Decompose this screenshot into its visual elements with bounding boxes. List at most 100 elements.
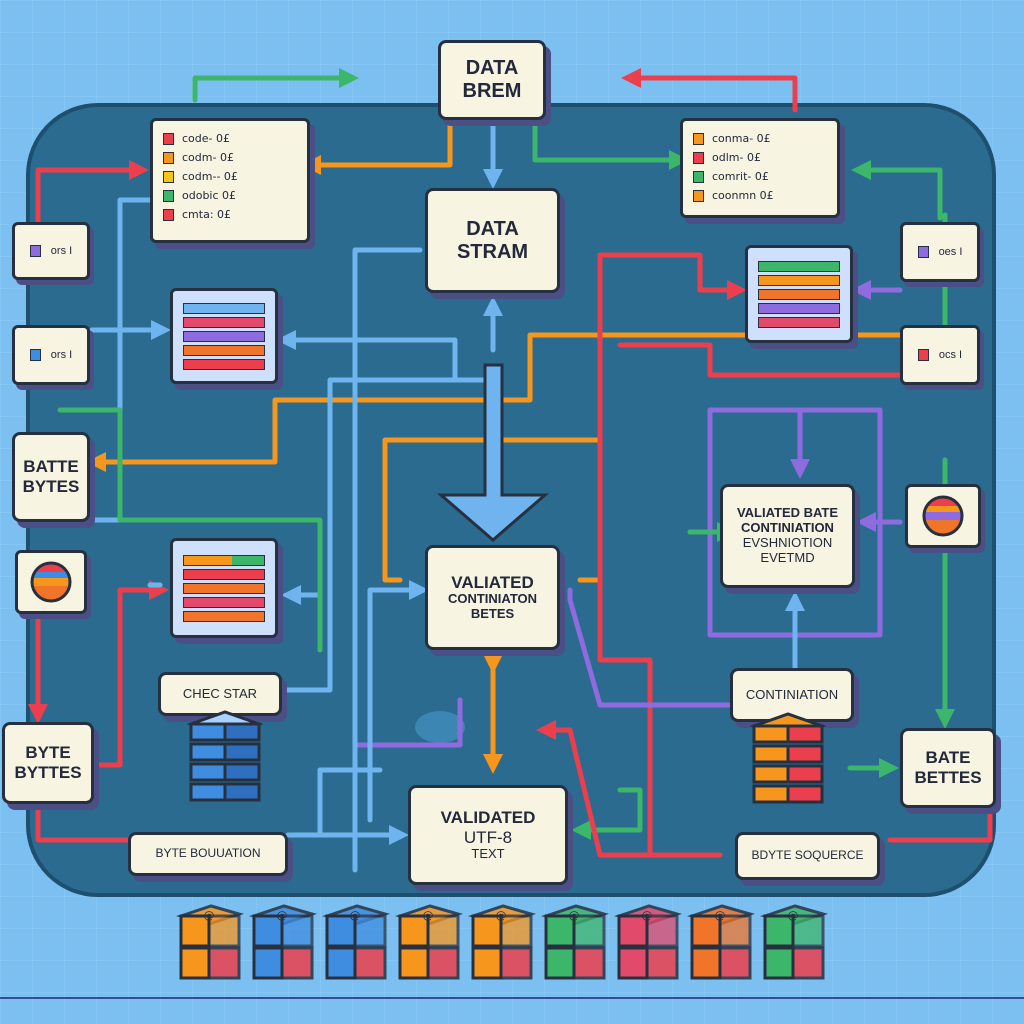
stack-lower-left[interactable]: [170, 538, 278, 638]
validated-utf8-line-1: VALIDATED: [440, 807, 536, 827]
byte-block[interactable]: @: [321, 902, 391, 990]
data-brem-line-2: BREM: [462, 80, 522, 102]
stack-bar: [758, 302, 840, 314]
byte-block-glyph: @: [496, 909, 507, 922]
byte-block[interactable]: @: [613, 902, 683, 990]
tag-right-lower[interactable]: ocs I: [900, 325, 980, 385]
tag-swatch: [29, 245, 41, 257]
stack-right[interactable]: [745, 245, 853, 343]
tag-right-lower-text: ocs I: [938, 349, 963, 361]
purple-arrow-box: [707, 407, 883, 638]
validated-right-node[interactable]: VALIATED BATE CONTINIATION EVSHNIOTION E…: [720, 484, 855, 588]
bate-bettes-node[interactable]: BATE BETTES: [900, 728, 996, 808]
tag-left-upper-text: ors I: [50, 245, 73, 257]
funnel-arrow: [436, 363, 550, 542]
red-arrow-right-bottom: [887, 802, 993, 843]
legend-swatch: [163, 208, 174, 221]
legend-label: conma- 0£: [712, 132, 771, 145]
bate-bettes-line-1: BATE: [925, 748, 971, 768]
byte-bouuation-text: BYTE BOUUATION: [155, 846, 261, 861]
byte-block[interactable]: @: [175, 902, 245, 990]
badge-left[interactable]: [15, 550, 87, 614]
database-stack-orange-icon: [749, 712, 827, 804]
stack-bar: [183, 330, 265, 342]
stack-bar: [183, 344, 265, 356]
validated-center-line-2: CONTINIATON: [447, 591, 538, 607]
byte-bouuation-label[interactable]: BYTE BOUUATION: [128, 832, 288, 876]
legend-label: coonmn 0£: [712, 189, 774, 202]
stack-bar: [183, 302, 265, 314]
stack-bar: [758, 316, 840, 328]
tag-swatch: [29, 349, 41, 361]
stack-bar: [183, 316, 265, 328]
data-stram-node[interactable]: DATA STRAM: [425, 188, 560, 293]
bdyte-soquerce-text: BDYTE SOQUERCE: [751, 848, 864, 863]
green-arrow-left-long: [57, 407, 323, 653]
legend-item: conma- 0£: [693, 129, 827, 148]
stack-bar: [183, 358, 265, 370]
legend-label: codm-- 0£: [182, 170, 238, 183]
tag-left-lower[interactable]: ors I: [12, 325, 90, 385]
legend-swatch: [693, 132, 704, 145]
byte-block-glyph: @: [569, 909, 580, 922]
red-arrow-bottom-left: [35, 792, 133, 843]
legend-swatch: [163, 170, 174, 183]
byte-block-glyph: @: [715, 909, 726, 922]
tag-right-upper[interactable]: oes I: [900, 222, 980, 282]
byte-block[interactable]: @: [467, 902, 537, 990]
data-brem-node[interactable]: DATA BREM: [438, 40, 546, 120]
stack-upper-left[interactable]: [170, 288, 278, 384]
byte-block[interactable]: @: [540, 902, 610, 990]
green-arrow-brem-right: [532, 115, 689, 170]
byte-block[interactable]: @: [394, 902, 464, 990]
legend-label: code- 0£: [182, 132, 230, 145]
byte-block[interactable]: @: [759, 902, 829, 990]
byte-block-glyph: @: [642, 909, 653, 922]
validated-utf8-line-3: TEXT: [471, 846, 505, 862]
red-arrow-curl: [536, 720, 723, 858]
stack-bar: [183, 596, 265, 608]
tag-swatch: [917, 246, 929, 258]
data-stram-line-1: DATA: [466, 217, 519, 240]
byte-bytes-line-2: BYTTES: [14, 763, 82, 782]
validated-center-line-1: VALIATED: [451, 572, 534, 592]
batte-bytes-node[interactable]: BATTE BYTES: [12, 432, 90, 522]
red-arrow-right-mid: [617, 342, 903, 378]
orange-arrow-to-batte: [86, 332, 903, 472]
tag-right-upper-text: oes I: [938, 246, 963, 258]
legend-item: codm- 0£: [163, 148, 297, 167]
validated-right-line-1: VALIATED BATE: [736, 505, 839, 521]
validated-center-node[interactable]: VALIATED CONTINIATON BETES: [425, 545, 560, 650]
stack-bar: [758, 288, 840, 300]
green-arrow-right-top: [851, 160, 943, 221]
legend-item: odobic 0£: [163, 186, 297, 205]
blue-arrow-loop-bottom: [317, 767, 383, 838]
data-brem-line-1: DATA: [465, 57, 519, 79]
blue-arrow-from-right: [276, 330, 458, 381]
stack-bar: [183, 582, 265, 594]
blue-arrow-up-center: [352, 247, 423, 873]
legend-label: odobic 0£: [182, 189, 237, 202]
legend-swatch: [693, 189, 704, 202]
legend-swatch: [163, 189, 174, 202]
byte-block-glyph: @: [350, 909, 361, 922]
stack-bar: [183, 568, 265, 580]
validated-utf8-node[interactable]: VALIDATED UTF-8 TEXT: [408, 785, 568, 885]
byte-block-row: @@@@@@@@@: [175, 902, 835, 992]
green-arrow-into-utf8: [571, 787, 643, 840]
continiation-label[interactable]: CONTINIATION: [730, 668, 854, 722]
data-stram-line-2: STRAM: [456, 240, 529, 263]
tag-left-upper[interactable]: ors I: [12, 222, 90, 280]
batte-bytes-line-2: BYTES: [22, 477, 80, 496]
bdyte-soquerce-label[interactable]: BDYTE SOQUERCE: [735, 832, 880, 880]
legend-swatch: [693, 170, 704, 183]
legend-label: codm- 0£: [182, 151, 234, 164]
byte-block[interactable]: @: [248, 902, 318, 990]
byte-bytes-node[interactable]: BYTE BYTTES: [2, 722, 94, 804]
legend-label: comrit- 0£: [712, 170, 769, 183]
byte-block[interactable]: @: [686, 902, 756, 990]
green-arrow-top-left: [192, 68, 359, 103]
legend-swatch: [163, 132, 174, 145]
badge-right[interactable]: [905, 484, 981, 548]
